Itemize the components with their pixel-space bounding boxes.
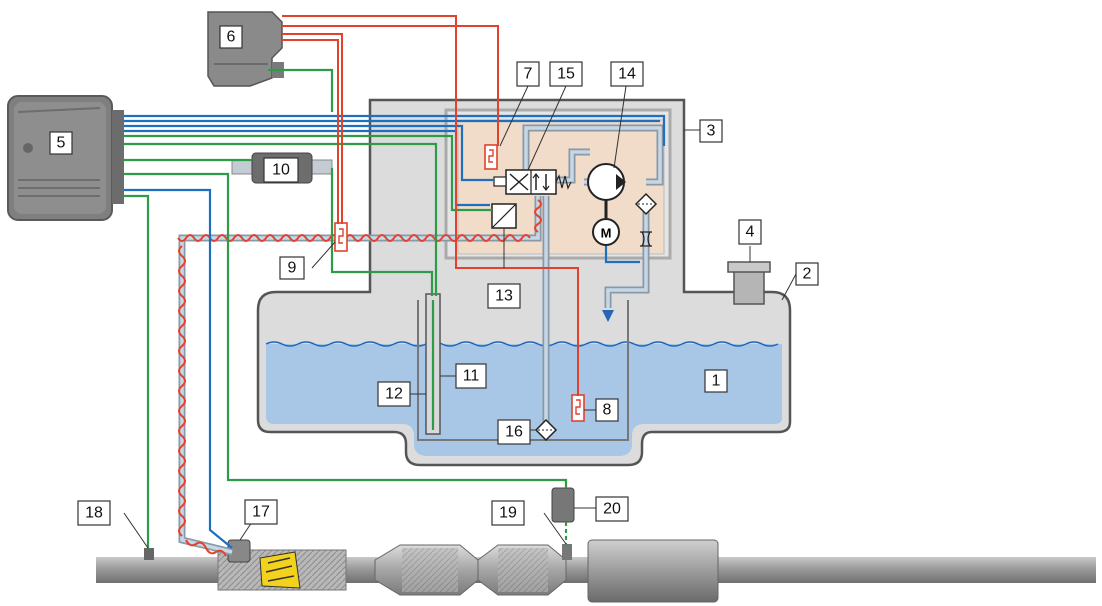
callouts: 1 2 3 4 5 6 7 8 9 10 11 12 13 14 15 16 1… <box>49 25 819 526</box>
svg-text:19: 19 <box>499 505 517 522</box>
label-6: 6 <box>219 25 243 49</box>
label-18: 18 <box>77 500 111 526</box>
label-16: 16 <box>497 419 531 445</box>
svg-text:20: 20 <box>603 501 621 518</box>
label-3: 3 <box>699 119 723 143</box>
label-17: 17 <box>244 499 278 525</box>
svg-text:12: 12 <box>385 386 403 403</box>
svg-text:18: 18 <box>85 505 103 522</box>
svg-text:14: 14 <box>618 66 636 83</box>
leaders <box>123 85 797 549</box>
return-flow-arrow <box>602 310 614 322</box>
fluid-lines <box>177 124 664 557</box>
glow-control-unit <box>207 11 284 87</box>
scr-control-unit <box>7 95 124 221</box>
label-13: 13 <box>487 283 521 309</box>
label-7: 7 <box>516 61 540 87</box>
tank-liquid <box>266 344 782 456</box>
svg-text:1: 1 <box>712 373 721 390</box>
mixer-insert <box>259 551 301 589</box>
svg-text:13: 13 <box>495 288 513 305</box>
svg-text:15: 15 <box>557 66 575 83</box>
label-1: 1 <box>704 369 728 393</box>
svg-text:11: 11 <box>463 368 480 385</box>
svg-text:5: 5 <box>57 135 66 152</box>
label-19: 19 <box>491 500 525 526</box>
temp-sensor-18-body <box>144 548 154 560</box>
tank-heater <box>571 394 585 422</box>
svg-text:4: 4 <box>746 224 755 241</box>
label-9: 9 <box>279 256 305 280</box>
pump-motor-symbol: M <box>601 226 612 241</box>
muffler <box>587 539 719 603</box>
svg-text:17: 17 <box>252 504 270 521</box>
svg-text:9: 9 <box>288 260 297 277</box>
svg-text:16: 16 <box>505 424 523 441</box>
label-5: 5 <box>49 131 73 155</box>
nox-sensor-19-body <box>562 544 572 560</box>
wiring <box>124 15 666 549</box>
pump-motor <box>592 218 620 246</box>
label-20: 20 <box>595 496 629 522</box>
liquid-surface <box>265 341 779 347</box>
adblue-tank <box>256 98 792 467</box>
svg-text:2: 2 <box>803 266 812 283</box>
delivery-module-inner <box>457 119 665 255</box>
module-heater <box>484 144 498 170</box>
svg-text:10: 10 <box>272 162 290 179</box>
label-14: 14 <box>610 61 644 87</box>
return-throttle <box>640 231 652 247</box>
label-12: 12 <box>377 381 411 407</box>
label-10: 10 <box>263 157 299 183</box>
heater-coil <box>177 199 542 557</box>
label-8: 8 <box>595 398 619 422</box>
label-2: 2 <box>795 262 819 286</box>
svg-text:3: 3 <box>707 123 716 140</box>
nox-sensor-control-unit <box>551 487 575 523</box>
svg-text:7: 7 <box>524 66 533 83</box>
label-4: 4 <box>738 219 762 245</box>
label-15: 15 <box>549 61 583 87</box>
line-heater <box>334 222 348 252</box>
svg-text:6: 6 <box>227 29 236 46</box>
svg-text:8: 8 <box>603 402 612 419</box>
valve-spring <box>555 174 572 190</box>
module-components: M <box>334 144 658 442</box>
label-11: 11 <box>455 363 487 389</box>
exhaust-system <box>96 539 1096 603</box>
